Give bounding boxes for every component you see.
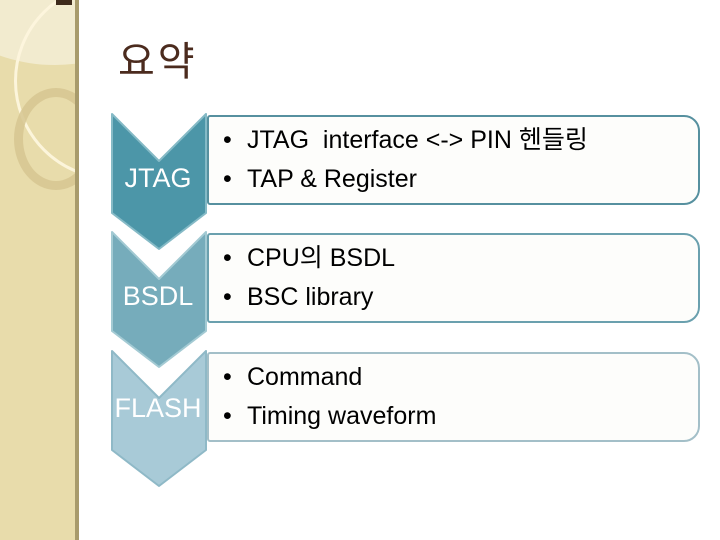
- chevron-shape: [111, 113, 207, 250]
- bullet-line: • JTAG interface <-> PIN 헨들링: [223, 121, 698, 160]
- bullet-text: Command: [247, 363, 363, 391]
- bullet-line: • TAP & Register: [223, 160, 698, 199]
- bullet-line: • BSC library: [223, 278, 698, 317]
- bullet-line: • CPU의 BSDL: [223, 239, 698, 278]
- bullet-line: • Command: [223, 358, 698, 397]
- sidebar-ring-decoration: [14, 88, 75, 190]
- content-box-flash: • Command • Timing waveform: [207, 352, 700, 442]
- chevron-down-icon-jtag: [111, 113, 207, 250]
- content-box-jtag: • JTAG interface <-> PIN 헨들링 • TAP & Reg…: [207, 115, 700, 205]
- bullet-icon: •: [223, 244, 232, 272]
- content-box-bsdl: • CPU의 BSDL • BSC library: [207, 233, 700, 323]
- chevron-label-bsdl: BSDL: [122, 281, 194, 311]
- bullet-text: CPU의 BSDL: [247, 244, 396, 272]
- bullet-icon: •: [223, 363, 232, 391]
- chevron-shape: [111, 231, 207, 368]
- bullet-line: • Timing waveform: [223, 397, 698, 436]
- bullet-text: Timing waveform: [247, 402, 437, 430]
- bullet-text: BSC library: [247, 283, 374, 311]
- slide-title: 요약: [118, 40, 198, 84]
- bullet-text: TAP & Register: [247, 165, 417, 193]
- sidebar-decoration: [0, 0, 79, 540]
- chevron-label-flash: FLASH: [114, 393, 202, 423]
- bullet-text: JTAG interface <-> PIN 헨들링: [247, 126, 588, 154]
- bullet-icon: •: [223, 165, 232, 193]
- bullet-icon: •: [223, 126, 232, 154]
- chevron-down-icon-bsdl: [111, 231, 207, 368]
- bullet-icon: •: [223, 402, 232, 430]
- chevron-label-jtag: JTAG: [124, 163, 192, 193]
- chevron-shape: [111, 350, 207, 487]
- sidebar-top-notch: [56, 0, 72, 5]
- bullet-icon: •: [223, 283, 232, 311]
- chevron-down-icon-flash: [111, 350, 207, 487]
